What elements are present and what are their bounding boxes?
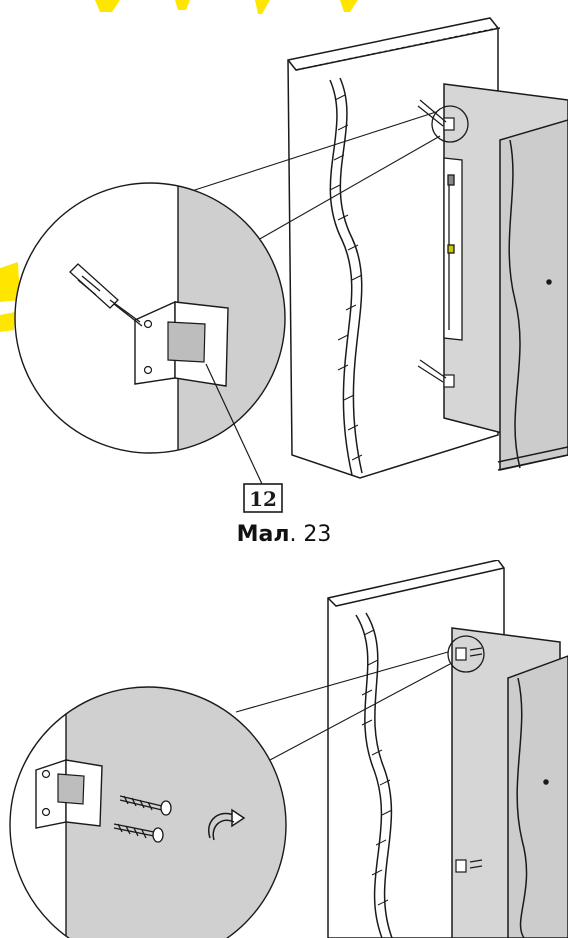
detail-circle-marker-2 [447,635,485,673]
figure-wall-mount-step: 12 [0,0,568,513]
glass-panel [443,83,568,471]
part-number-callout: 12 [243,483,283,513]
figure-caption: Мал. 23 [0,522,568,547]
screw-icon [113,823,164,843]
wall-hatch-2 [361,629,393,906]
caption-number: . 23 [289,522,332,547]
detail-circle-marker [431,105,469,143]
caption-prefix: Мал [236,522,290,547]
watermark-fragments [0,0,358,332]
spirit-level [443,157,463,341]
leader-lines-2 [235,651,451,761]
wall-slab [287,17,501,479]
part-number-label: 12 [249,487,277,511]
callout-leader [205,363,263,485]
small-bracket-top-2 [455,647,483,661]
small-bracket-top [417,99,455,131]
clockwise-arrow-icon [207,808,246,841]
small-bracket-bottom [417,359,455,388]
small-bracket-bottom-2 [455,859,483,873]
glass-panel-2 [451,627,568,938]
screwdriver-icon [69,263,143,327]
detail-magnifier-2 [9,686,287,938]
wall-hatch [329,94,363,461]
figure-1-illustration: 12 [0,0,568,513]
figure-screw-fixing-step [0,560,568,938]
leader-lines [169,111,441,241]
screw-icon [119,795,172,816]
detail-magnifier [14,182,286,454]
figure-2-illustration [9,560,568,938]
